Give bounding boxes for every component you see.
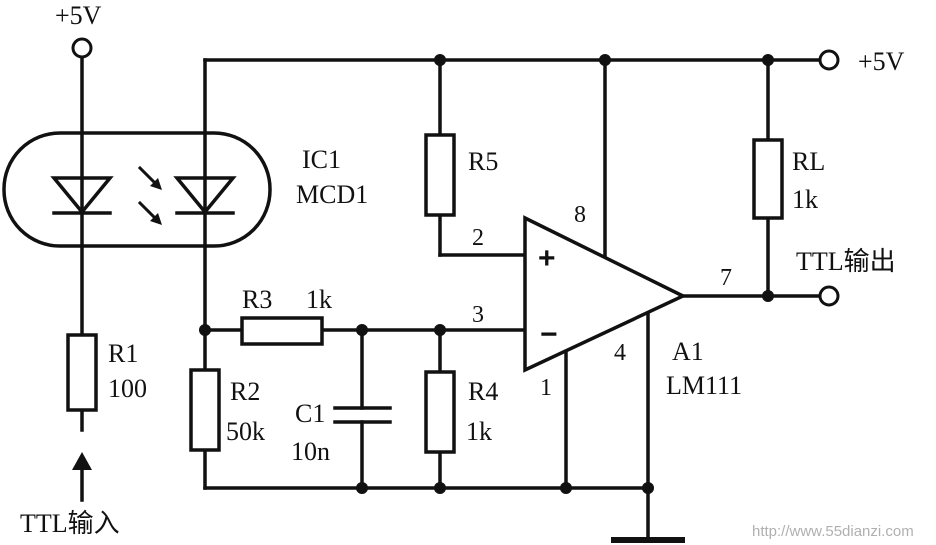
comparator-a1	[523, 215, 688, 373]
c1-ref: C1	[295, 399, 325, 428]
r2-value: 50k	[226, 417, 265, 446]
r5-ref: R5	[468, 147, 498, 176]
r2-ref: R2	[230, 377, 260, 406]
input-label: TTL输入	[20, 509, 120, 538]
led-symbol	[50, 176, 114, 215]
op-minus-sign: −	[540, 318, 558, 351]
r1-value: 100	[108, 374, 147, 403]
op-plus-sign: +	[538, 242, 556, 275]
a1-ref: A1	[672, 337, 704, 366]
r3-ref: R3	[242, 285, 272, 314]
junctions	[199, 54, 774, 494]
resistor-r2	[189, 368, 221, 452]
resistor-r5	[424, 133, 456, 217]
r4-ref: R4	[468, 377, 498, 406]
capacitor-c1	[333, 406, 392, 424]
watermark: http://www.55dianzi.com	[752, 523, 914, 540]
rl-value: 1k	[792, 185, 818, 214]
pin-2-label: 2	[472, 225, 484, 251]
output-label: TTL输出	[796, 247, 896, 276]
terminal-output	[818, 285, 840, 307]
pin-7-label: 7	[720, 265, 732, 291]
terminal-supply-left	[71, 37, 93, 59]
optocoupler-ic1	[2, 131, 272, 248]
r3-value: 1k	[306, 285, 332, 314]
pin-4-label: 4	[614, 340, 626, 366]
pin-8-label: 8	[574, 202, 586, 228]
resistor-r3	[240, 316, 324, 346]
pin-1-label: 1	[540, 375, 552, 401]
resistor-r4	[424, 370, 456, 454]
photodiode-symbol	[173, 176, 237, 215]
rl-ref: RL	[792, 147, 825, 176]
supply-label-right: +5V	[858, 47, 905, 76]
r1-ref: R1	[108, 339, 138, 368]
a1-part: LM111	[666, 371, 742, 400]
resistor-r1	[66, 333, 98, 412]
input-arrow-icon	[72, 452, 92, 502]
supply-label-left: +5V	[55, 1, 102, 30]
terminal-supply-right	[818, 49, 840, 71]
resistor-rl	[752, 138, 784, 220]
wires	[80, 54, 822, 542]
c1-value: 10n	[291, 437, 330, 466]
light-arrows-icon	[137, 165, 162, 225]
r4-value: 1k	[466, 417, 492, 446]
pin-3-label: 3	[472, 302, 484, 328]
ic1-part: MCD1	[296, 180, 368, 209]
ic1-ref: IC1	[302, 145, 341, 174]
